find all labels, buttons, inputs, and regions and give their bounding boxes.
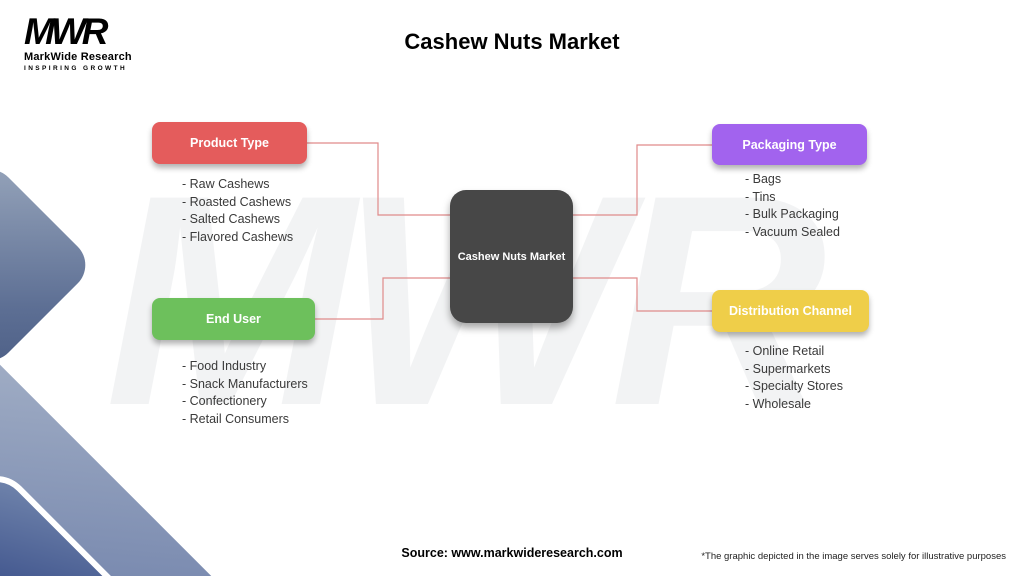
product-type-items: - Raw Cashews - Roasted Cashews - Salted… (182, 176, 293, 246)
list-item: - Flavored Cashews (182, 229, 294, 244)
list-item: - Salted Cashews (182, 212, 280, 226)
node-end-user-label: End User (206, 312, 261, 326)
list-item: - Wholesale (745, 396, 811, 411)
connector-end-user (315, 277, 450, 320)
list-item: - Tins (745, 189, 776, 204)
packaging-type-items: - Bags - Tins - Bulk Packaging - Vacuum … (745, 171, 840, 241)
list-item: - Roasted Cashews (182, 194, 292, 209)
logo-tagline: INSPIRING GROWTH (24, 65, 128, 72)
page-title: Cashew Nuts Market (404, 29, 620, 54)
end-user-items: - Food Industry - Snack Manufacturers - … (182, 358, 308, 428)
node-end-user: End User (152, 298, 315, 340)
list-item: - Vacuum Sealed (745, 224, 840, 239)
logo-mark: MWR (24, 11, 108, 52)
list-item: - Bags (745, 172, 782, 186)
list-item: - Raw Cashews (182, 177, 270, 191)
logo: MWR MarkWide Research INSPIRING GROWTH (24, 11, 132, 73)
node-distribution-channel: Distribution Channel (712, 290, 869, 332)
logo-name: MarkWide Research (24, 51, 132, 63)
source-text: Source: www.markwideresearch.com (401, 546, 623, 560)
distribution-channel-items: - Online Retail - Supermarkets - Special… (745, 343, 843, 413)
list-item: - Online Retail (745, 344, 825, 358)
list-item: - Bulk Packaging (745, 207, 839, 221)
connector-distribution-channel (573, 277, 712, 312)
node-distribution-channel-label: Distribution Channel (729, 304, 852, 318)
disclaimer-text: *The graphic depicted in the image serve… (701, 551, 1006, 562)
center-node-label: Cashew Nuts Market (457, 250, 566, 263)
center-node: Cashew Nuts Market (450, 190, 573, 323)
node-packaging-type: Packaging Type (712, 124, 867, 165)
list-item: - Snack Manufacturers (182, 376, 308, 391)
node-packaging-type-label: Packaging Type (742, 137, 837, 152)
list-item: - Specialty Stores (745, 379, 843, 393)
node-product-type-label: Product Type (190, 136, 269, 150)
connector-packaging-type (573, 144, 712, 216)
connector-product-type (307, 142, 450, 216)
node-product-type: Product Type (152, 122, 307, 164)
list-item: - Retail Consumers (182, 411, 289, 426)
list-item: - Food Industry (182, 359, 267, 373)
list-item: - Confectionery (182, 394, 267, 408)
list-item: - Supermarkets (745, 361, 831, 376)
